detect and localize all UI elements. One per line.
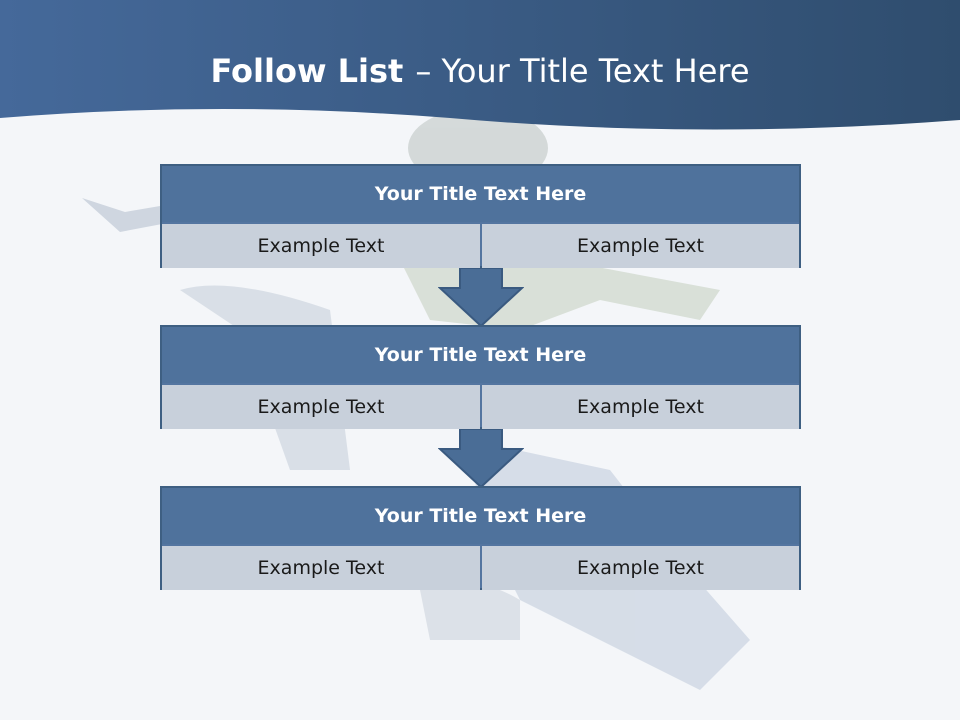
- page-title: Follow List – Your Title Text Here: [0, 52, 960, 90]
- title-subtitle: – Your Title Text Here: [415, 52, 750, 90]
- step-title: Your Title Text Here: [162, 327, 799, 383]
- step-box-2: Your Title Text Here Example Text Exampl…: [160, 325, 801, 429]
- step-title: Your Title Text Here: [162, 166, 799, 222]
- step-cell-right: Example Text: [482, 546, 799, 590]
- step-cell-left: Example Text: [162, 224, 480, 268]
- step-cell-left: Example Text: [162, 385, 480, 429]
- header-band: [0, 0, 960, 130]
- down-arrow-icon: [438, 429, 524, 489]
- step-title: Your Title Text Here: [162, 488, 799, 544]
- step-box-1: Your Title Text Here Example Text Exampl…: [160, 164, 801, 268]
- step-box-3: Your Title Text Here Example Text Exampl…: [160, 486, 801, 590]
- title-bold: Follow List: [210, 52, 404, 90]
- step-cell-right: Example Text: [482, 385, 799, 429]
- step-cell-left: Example Text: [162, 546, 480, 590]
- step-cell-right: Example Text: [482, 224, 799, 268]
- down-arrow-icon: [438, 268, 524, 328]
